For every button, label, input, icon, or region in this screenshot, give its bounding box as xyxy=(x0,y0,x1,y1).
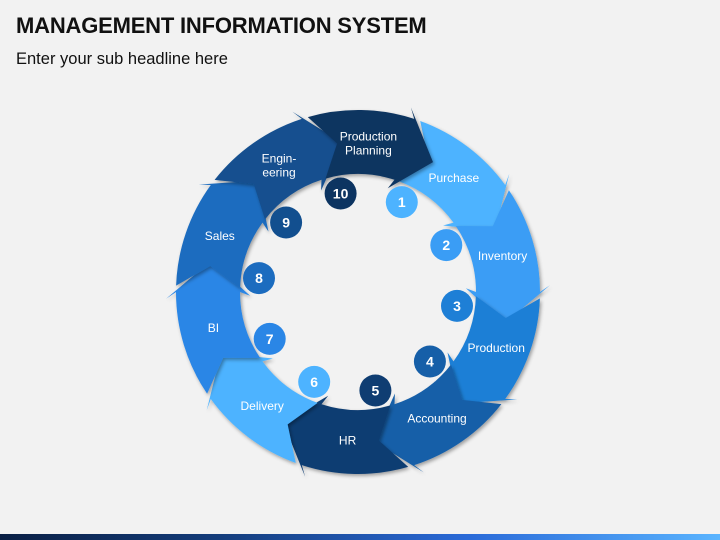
stage-label-6: Delivery xyxy=(241,399,284,413)
badge-number-text: 9 xyxy=(282,215,290,231)
badge-number-text: 6 xyxy=(310,374,318,390)
badge-circle xyxy=(430,229,463,262)
badge-number-text: 8 xyxy=(255,270,263,286)
number-badge-7: 7 xyxy=(253,322,286,355)
arrow-segment-5 xyxy=(283,395,409,477)
badge-number-text: 7 xyxy=(266,331,274,347)
number-badge-5: 5 xyxy=(359,374,392,407)
badge-number-text: 2 xyxy=(442,237,450,253)
arrow-segment-6 xyxy=(206,353,318,463)
arrow-segment-9 xyxy=(214,111,343,220)
badge-circle xyxy=(324,177,357,210)
number-badge-1: 1 xyxy=(385,186,418,219)
stage-label-7: BI xyxy=(208,321,219,335)
badge-number-text: 1 xyxy=(398,194,406,210)
number-badge-6: 6 xyxy=(298,365,331,398)
arrow-segment-10 xyxy=(307,107,433,189)
stage-label-1: Purchase xyxy=(428,171,479,185)
stage-label-5: HR xyxy=(339,434,357,448)
arrow-segment-8 xyxy=(176,180,269,288)
stage-label-9: Engin-eering xyxy=(262,152,297,180)
page-subtitle: Enter your sub headline here xyxy=(16,50,228,68)
badge-number-text: 10 xyxy=(333,186,349,202)
badge-circle xyxy=(298,365,331,398)
arrow-segment-7 xyxy=(166,260,261,394)
arrow-segments xyxy=(166,107,550,477)
arrow-segment-2 xyxy=(455,190,550,324)
number-badge-9: 9 xyxy=(270,206,303,239)
arrow-segment-4 xyxy=(373,364,502,473)
number-badge-3: 3 xyxy=(441,289,473,322)
badge-circle xyxy=(385,186,418,219)
badge-circle xyxy=(253,322,286,355)
stage-label-8: Sales xyxy=(205,229,235,243)
badge-circle xyxy=(359,374,392,407)
number-badge-4: 4 xyxy=(413,345,446,378)
number-badge-2: 2 xyxy=(430,229,463,262)
stage-label-3: Production xyxy=(468,341,525,355)
stage-label-4: Accounting xyxy=(407,411,466,425)
badge-number-text: 4 xyxy=(426,354,434,370)
badge-number-text: 3 xyxy=(453,298,461,314)
arrow-segment-3 xyxy=(447,296,540,404)
badge-circle xyxy=(413,345,446,378)
number-badge-8: 8 xyxy=(243,262,275,295)
stage-label-2: Inventory xyxy=(478,249,527,263)
page-title: MANAGEMENT INFORMATION SYSTEM xyxy=(16,13,427,38)
number-badges: 1 2 3 4 5 6 7 8 9 10 xyxy=(243,177,473,407)
footer-bar xyxy=(0,534,720,540)
badge-number-text: 5 xyxy=(372,383,380,399)
badge-circle xyxy=(270,206,303,239)
badge-circle xyxy=(243,262,275,295)
number-badge-10: 10 xyxy=(324,177,357,210)
badge-circle xyxy=(441,289,473,322)
